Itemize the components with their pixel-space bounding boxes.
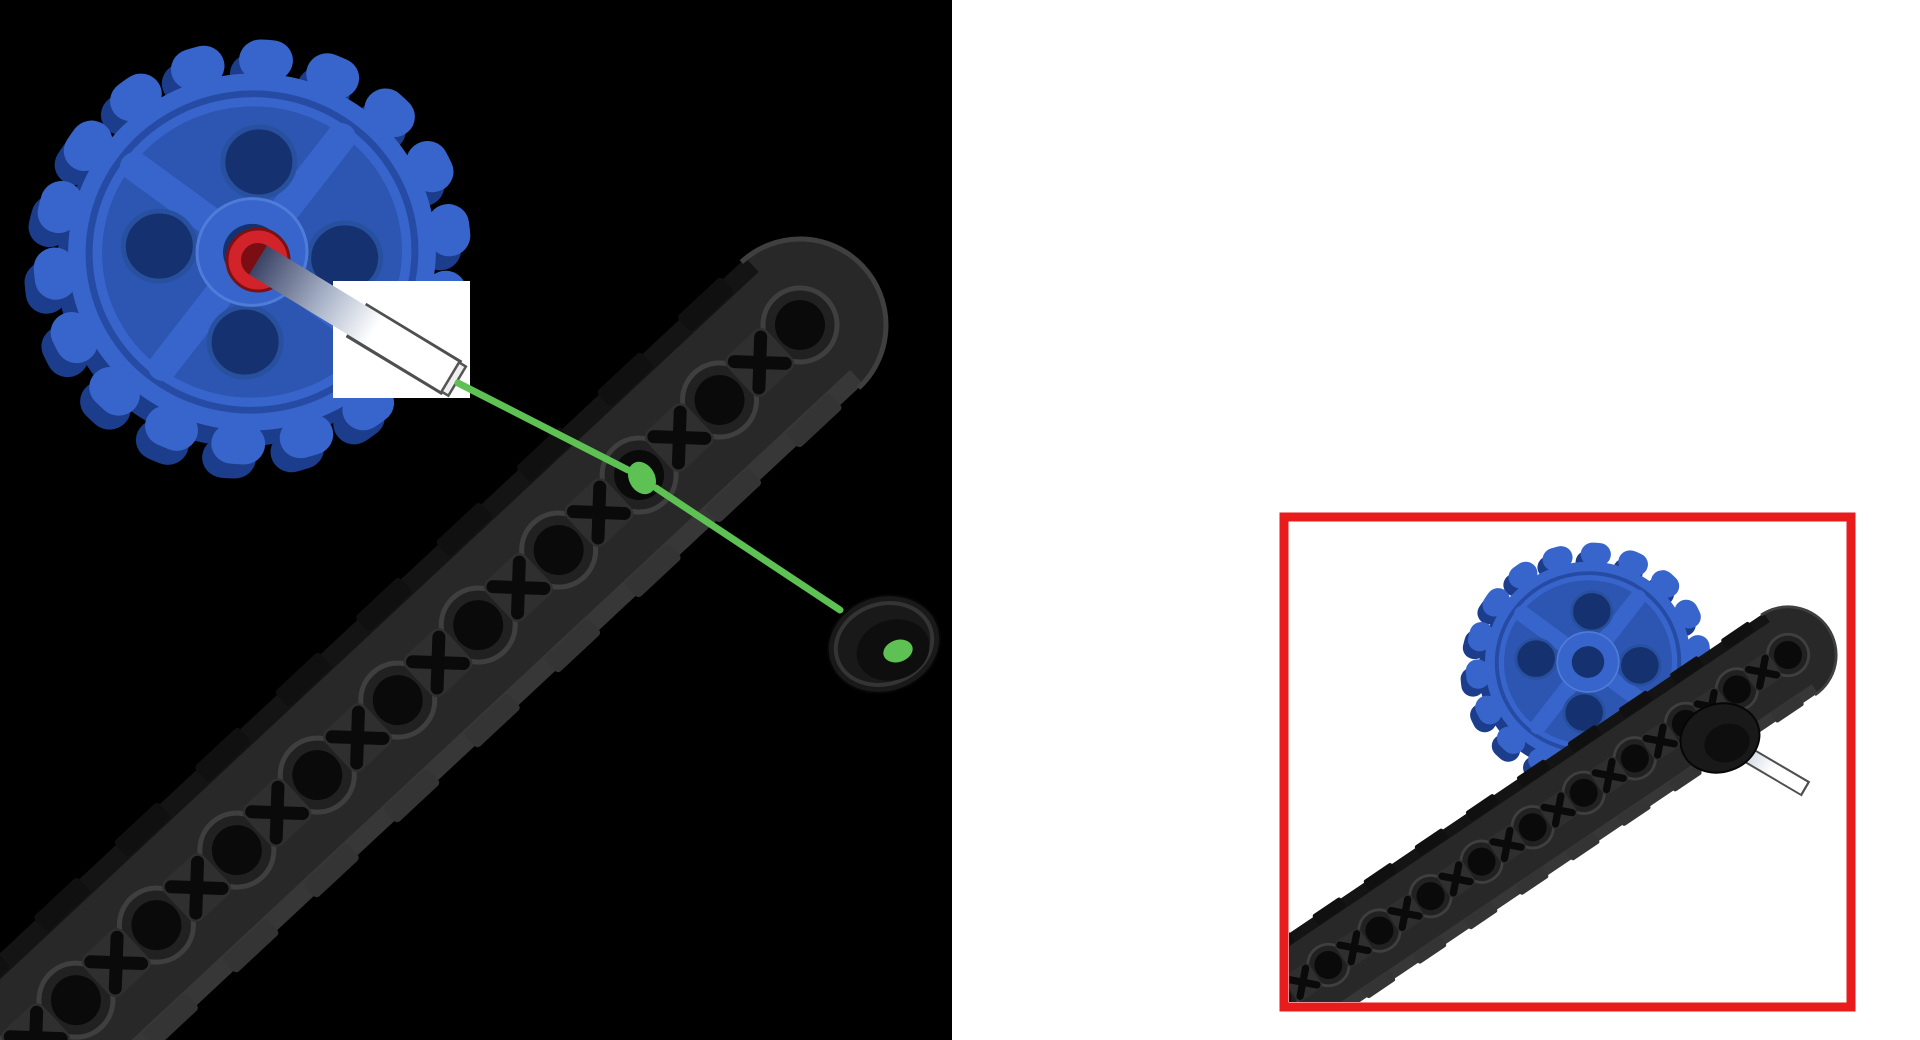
target-hole-marker: [628, 461, 656, 495]
collar-black-rubber: [826, 594, 942, 694]
inset-collar-and-shaft: [1679, 702, 1811, 797]
shaft-square-white: [249, 245, 468, 398]
inset-red-frame: [1279, 512, 1856, 1012]
collar-green-center: [883, 639, 913, 663]
guide-line-shaft-to-beam: [454, 379, 632, 474]
guide-line-beam-to-collar: [652, 484, 844, 614]
assembled-result-preview: [1289, 522, 1846, 1002]
